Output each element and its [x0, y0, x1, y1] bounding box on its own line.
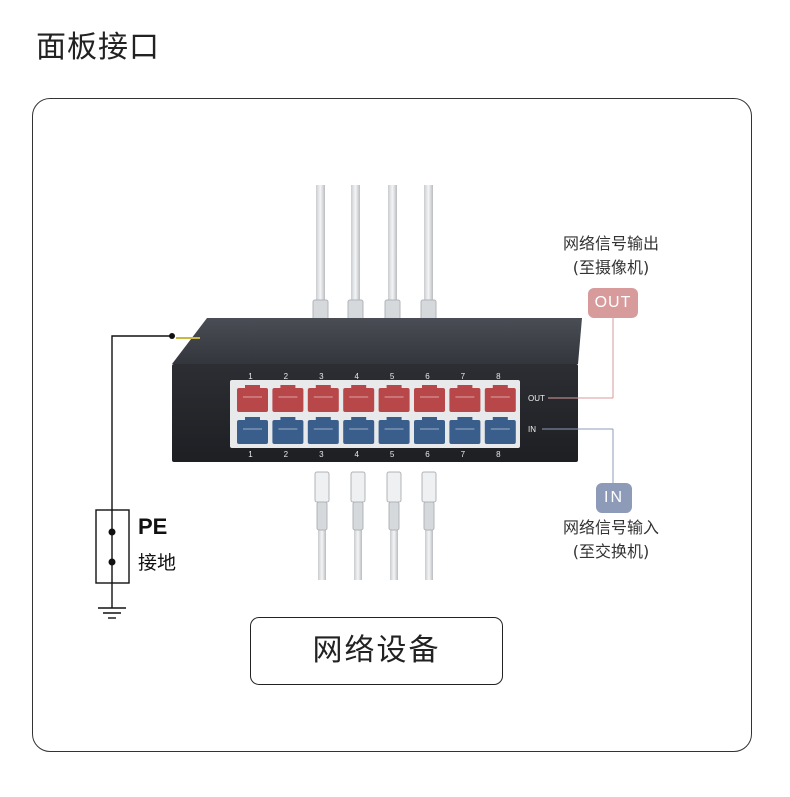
top-port-number-1: 1	[248, 372, 253, 381]
page-title: 面板接口	[36, 30, 160, 65]
output-port-8	[484, 385, 516, 412]
out-badge: OUT	[588, 288, 638, 318]
input-caption-line2: (至交换机)	[572, 542, 650, 561]
input-port-2	[272, 417, 304, 444]
input-port-1	[237, 417, 268, 444]
pe-terminal-dot-lower	[108, 558, 116, 566]
output-caption-line1: 网络信号输出	[562, 234, 659, 253]
top-port-number-2: 2	[284, 372, 289, 381]
input-port-8	[484, 417, 516, 444]
top-port-number-6: 6	[425, 372, 430, 381]
input-port-3	[307, 417, 339, 444]
output-caption: 网络信号输出 (至摄像机)	[526, 232, 696, 280]
ground-icon	[98, 607, 126, 619]
bottom-port-number-8: 8	[496, 450, 501, 459]
out-panel-label: OUT	[528, 394, 545, 403]
bottom-port-number-3: 3	[319, 450, 324, 459]
input-cables	[314, 471, 437, 580]
diagram-frame	[32, 98, 752, 752]
output-caption-line2: (至摄像机)	[572, 258, 650, 277]
top-port-number-3: 3	[319, 372, 324, 381]
ground-label: 接地	[138, 552, 177, 574]
bottom-port-number-2: 2	[284, 450, 289, 459]
output-port-7	[449, 385, 481, 412]
pe-label: PE	[138, 514, 168, 539]
ground-wire	[95, 335, 172, 608]
output-port-4	[343, 385, 375, 412]
bottom-port-number-1: 1	[248, 450, 253, 459]
input-connector-line	[542, 428, 614, 483]
output-port-5	[378, 385, 410, 412]
ground-screw-point	[169, 333, 175, 339]
output-connector-line	[548, 318, 614, 399]
input-caption: 网络信号输入 (至交换机)	[526, 516, 696, 564]
bottom-port-number-5: 5	[390, 450, 395, 459]
top-port-number-7: 7	[461, 372, 466, 381]
device-label-box: 网络设备	[250, 617, 503, 685]
bottom-port-number-7: 7	[461, 450, 466, 459]
bottom-port-number-6: 6	[425, 450, 430, 459]
in-panel-label: IN	[528, 425, 536, 434]
input-port-6	[414, 417, 445, 444]
bottom-port-numbers: 1 2 3 4 5 6 7 8	[248, 450, 501, 459]
top-port-numbers: 1 2 3 4 5 6 7 8	[248, 372, 501, 381]
bottom-port-number-4: 4	[354, 450, 359, 459]
input-port-4	[343, 417, 375, 444]
top-port-number-8: 8	[496, 372, 501, 381]
output-port-2	[272, 385, 304, 412]
output-port-6	[414, 385, 445, 412]
input-port-row	[237, 417, 516, 444]
output-port-3	[307, 385, 339, 412]
in-badge: IN	[596, 483, 632, 513]
top-port-number-4: 4	[354, 372, 359, 381]
top-port-number-5: 5	[390, 372, 395, 381]
network-device	[172, 318, 582, 462]
output-port-1	[237, 385, 268, 412]
input-port-5	[378, 417, 410, 444]
output-port-row	[237, 385, 516, 412]
input-port-7	[449, 417, 481, 444]
pe-terminal-dot-upper	[108, 528, 116, 536]
input-caption-line1: 网络信号输入	[562, 518, 659, 537]
